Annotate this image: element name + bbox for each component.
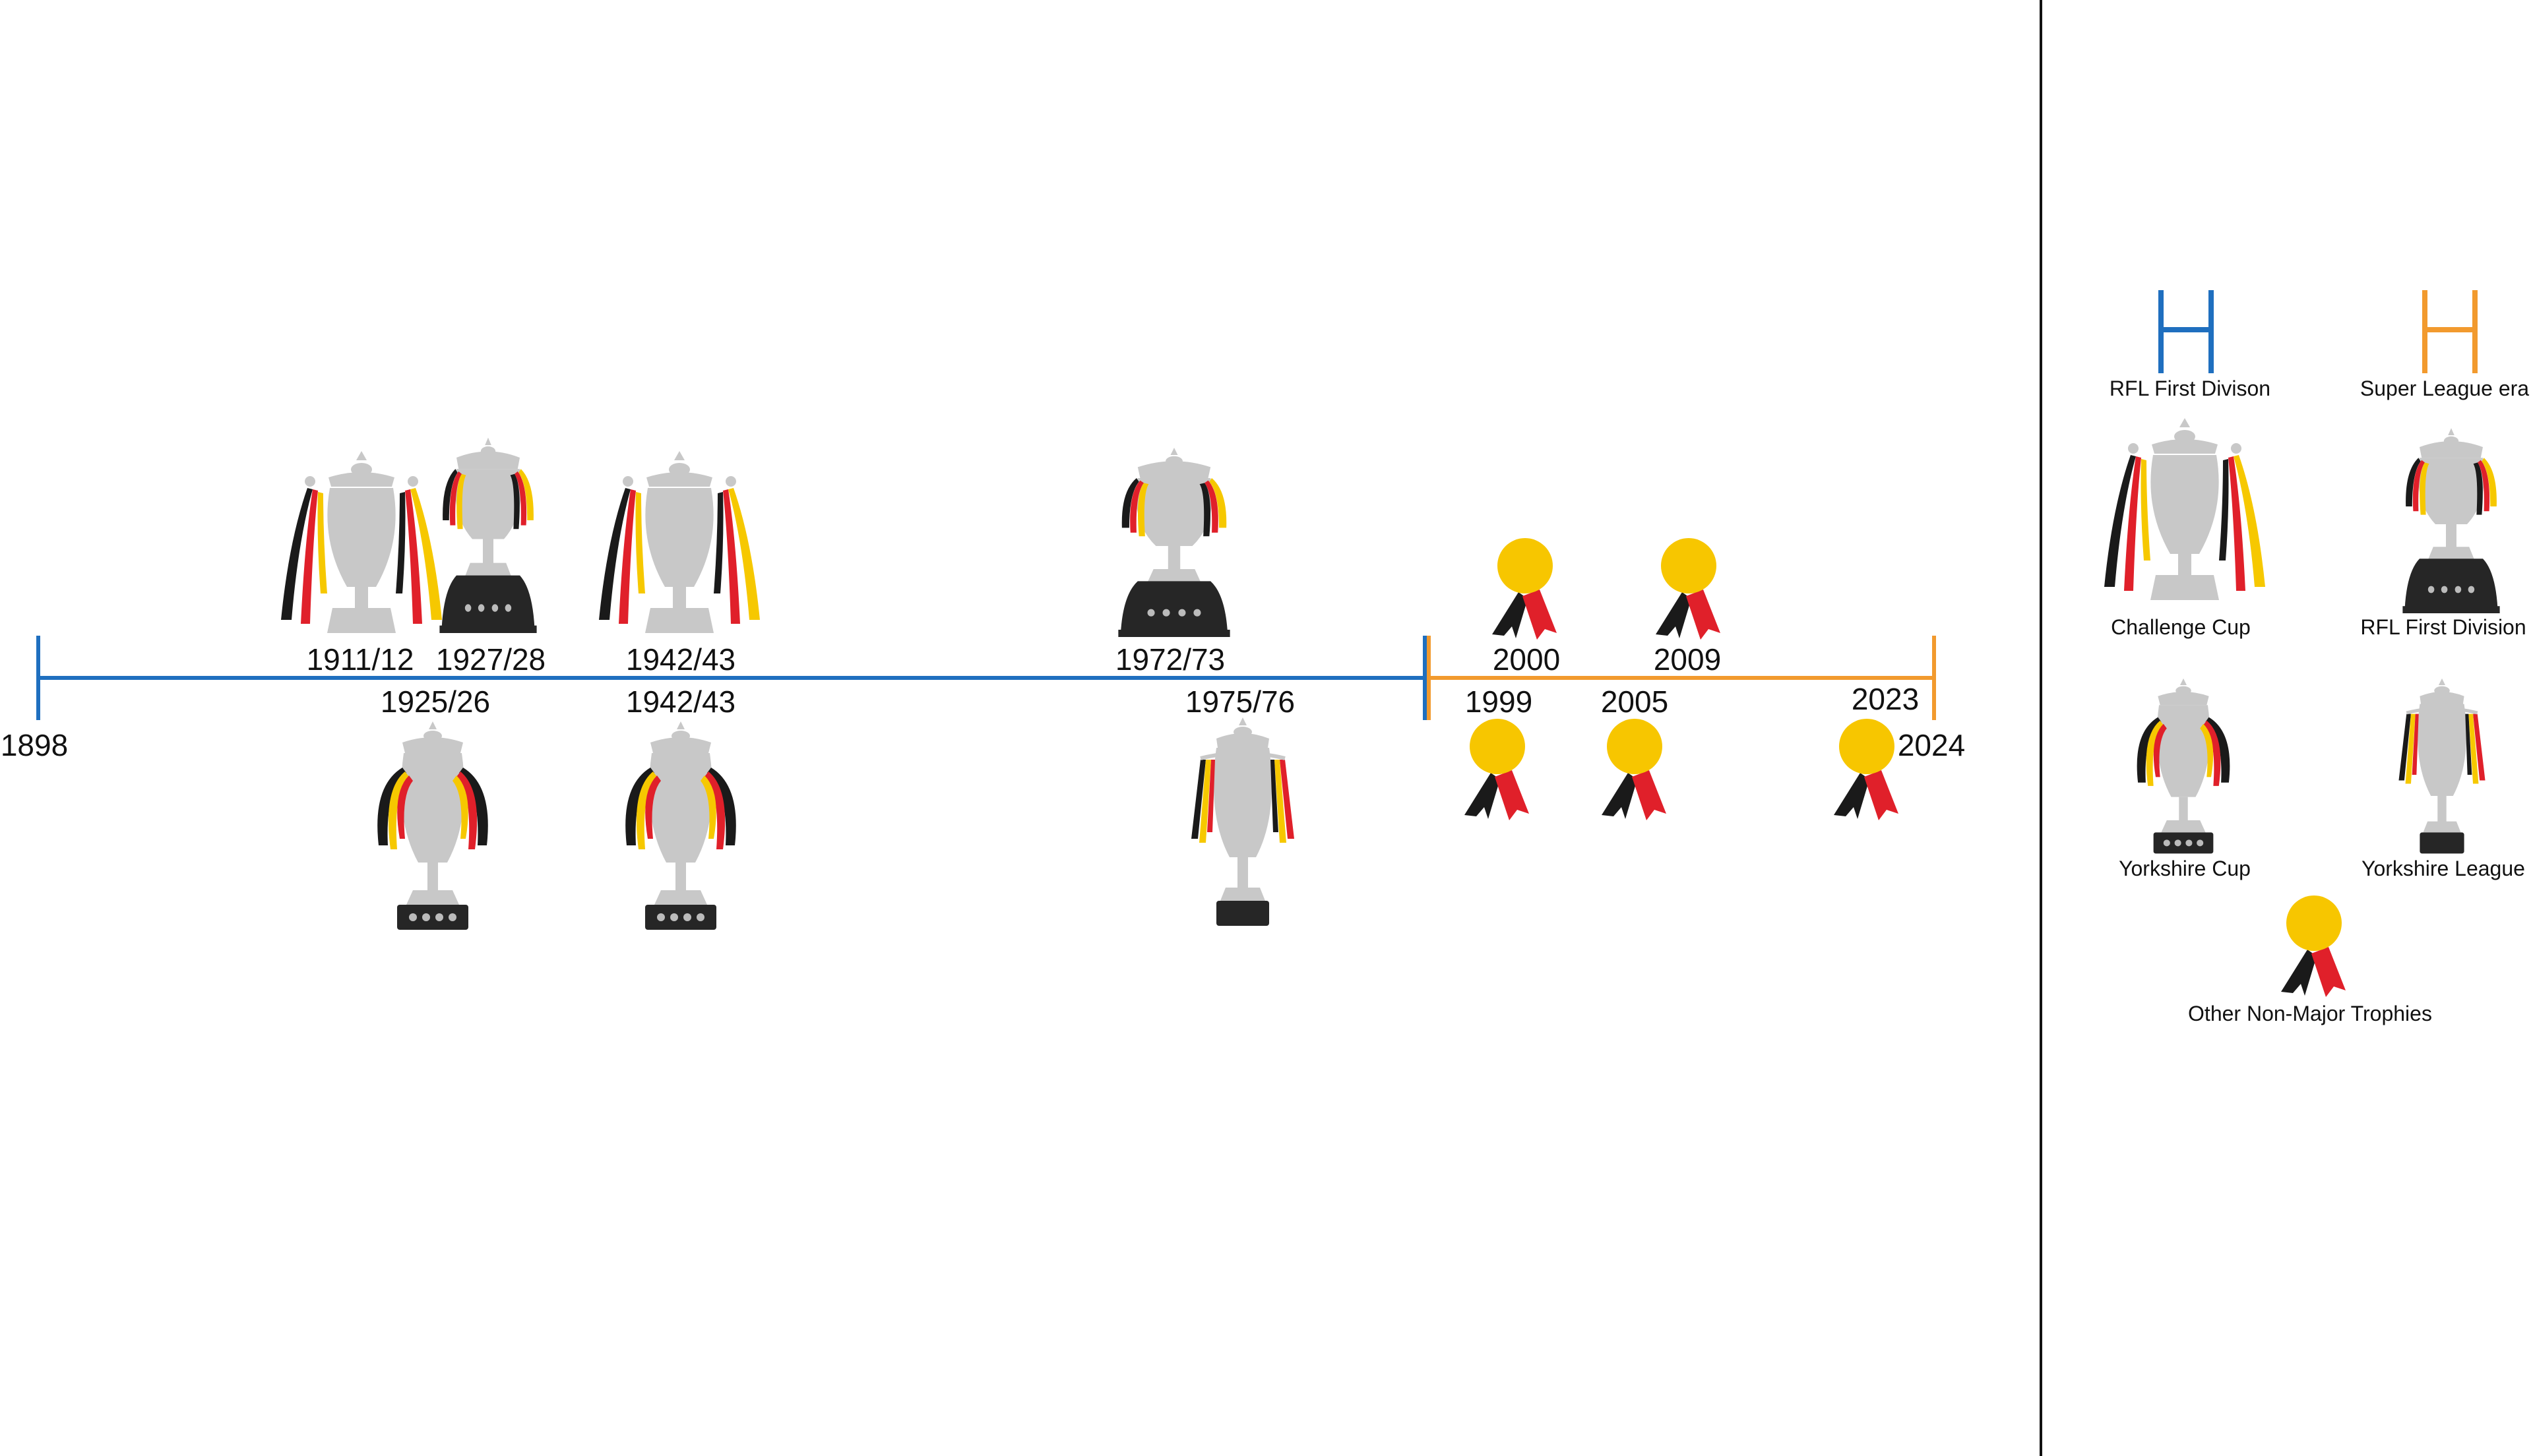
trophy-label-1911-12: 1911/12 [307, 642, 414, 677]
legend-other-non-major-icon [2281, 895, 2346, 997]
trophy-1972-73-first-division-icon [1118, 447, 1230, 637]
legend-yorkshire-cup-icon [2137, 678, 2230, 854]
legend-label-challenge-cup: Challenge Cup [2111, 615, 2251, 639]
trophy-label-1925-26: 1925/26 [381, 684, 490, 719]
legend-label-yorkshire-cup: Yorkshire Cup [2119, 857, 2251, 880]
legend-label-rfl-first-divison: RFL First Divison [2110, 377, 2270, 400]
legend-yorkshire-league-icon [2398, 679, 2485, 853]
trophy-1925-26-yorkshire-cup-icon [377, 721, 488, 930]
timeline-start-year: 1898 [1, 728, 68, 762]
trophy-label-1942-43-top: 1942/43 [626, 642, 735, 677]
medal-2009-icon [1656, 538, 1720, 640]
trophy-1942-43-yorkshire-cup-icon [625, 721, 736, 930]
trophy-1911-12-challenge-cup-icon [281, 451, 442, 633]
legend-label-rfl-first-division: RFL First Division [2360, 615, 2526, 639]
legend-first-division-icon [2402, 428, 2500, 613]
rfl-first-division-era-line [36, 636, 1427, 720]
medal-label-2005: 2005 [1601, 684, 1668, 719]
trophy-1975-76-yorkshire-league-icon [1191, 717, 1294, 926]
trophy-label-1942-43-bottom: 1942/43 [626, 684, 735, 719]
medal-label-2023: 2023 [1852, 682, 1919, 716]
legend: RFL First Divison Super League era Chall… [2104, 290, 2529, 1025]
medal-2005-icon [1602, 719, 1666, 820]
trophy-1942-43-challenge-cup-icon [599, 451, 760, 633]
medal-label-2009: 2009 [1654, 642, 1721, 677]
legend-super-league-era-icon [2422, 290, 2478, 373]
trophy-1927-28-first-division-icon [439, 437, 537, 633]
medal-1999-icon [1464, 719, 1529, 820]
timeline-end-year: 2024 [1898, 728, 1965, 762]
trophy-label-1975-76: 1975/76 [1185, 684, 1295, 719]
medal-label-2000: 2000 [1493, 642, 1560, 677]
trophy-label-1927-28: 1927/28 [436, 642, 546, 677]
legend-label-other-non-major-trophies: Other Non-Major Trophies [2188, 1002, 2432, 1025]
legend-label-yorkshire-league: Yorkshire League [2361, 857, 2525, 880]
legend-challenge-cup-icon [2104, 418, 2265, 600]
medal-label-1999: 1999 [1465, 684, 1532, 719]
medal-2023-icon [1834, 719, 1898, 820]
medal-2000-icon [1492, 538, 1557, 640]
super-league-era-line [1427, 636, 1936, 720]
legend-rfl-era-icon [2158, 290, 2214, 373]
legend-label-super-league-era: Super League era [2360, 377, 2529, 400]
trophy-label-1972-73: 1972/73 [1115, 642, 1225, 677]
